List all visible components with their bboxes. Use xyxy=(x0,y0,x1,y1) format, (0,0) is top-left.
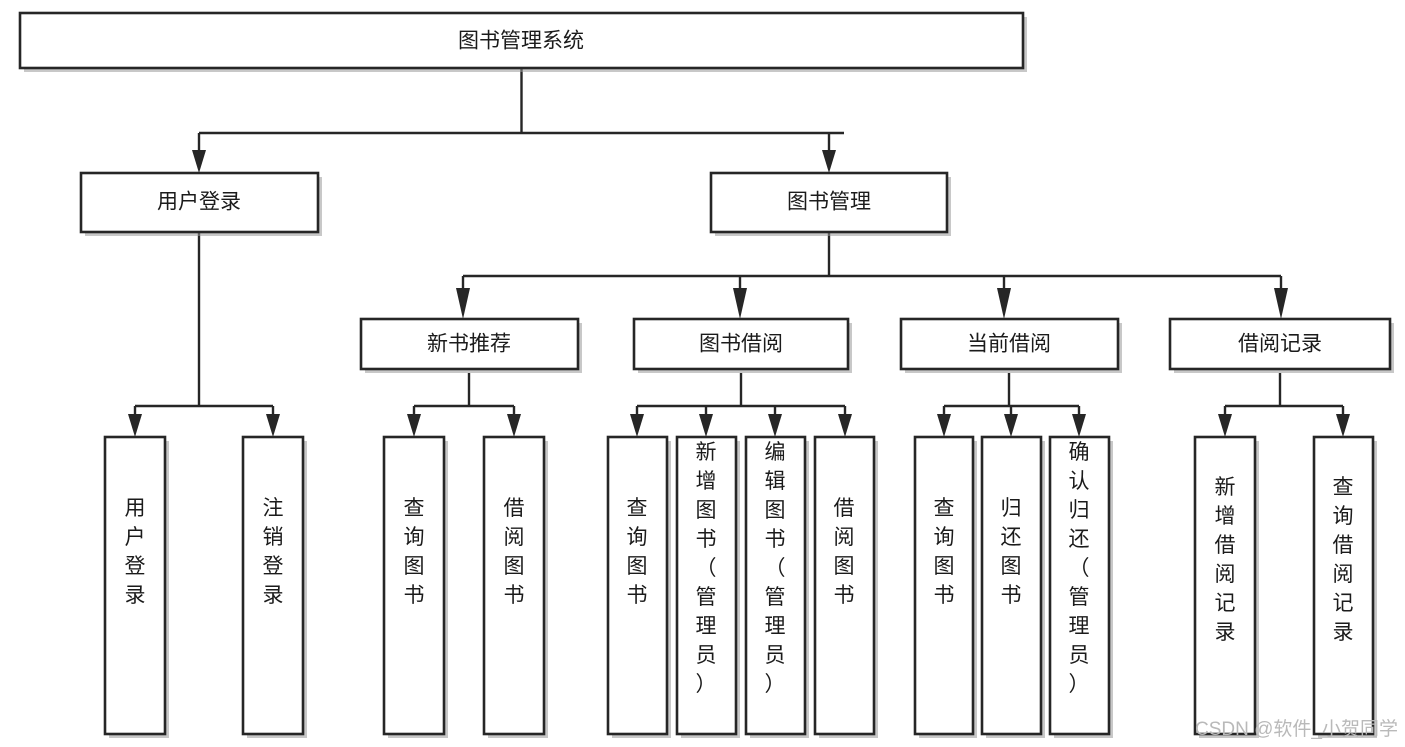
node-leaf-query-book-2-label: 查询图书 xyxy=(627,497,648,607)
node-leaf-user-login[interactable]: 用户登录 xyxy=(103,435,169,738)
node-leaf-borrow-book-2-label: 借阅图书 xyxy=(834,497,855,607)
node-leaf-query-record[interactable]: 查询借阅记录 xyxy=(1312,435,1377,738)
node-leaf-user-login-label: 用户登录 xyxy=(125,497,146,607)
edge-userlogin-to-leaves xyxy=(128,232,280,437)
node-current-borrow-label: 当前借阅 xyxy=(967,333,1051,356)
node-leaf-edit-book[interactable]: 编辑图书（管理员） xyxy=(744,435,809,738)
node-leaf-query-book-3[interactable]: 查询图书 xyxy=(913,435,977,738)
node-new-book-rec-label: 新书推荐 xyxy=(427,333,511,356)
edge-currentborrow-to-leaves xyxy=(937,373,1086,437)
node-leaf-query-book-1-label: 查询图书 xyxy=(404,497,425,607)
node-leaf-logout[interactable]: 注销登录 xyxy=(241,435,307,738)
watermark-label: CSDN @软件_小贺同学 xyxy=(1195,718,1398,740)
node-book-manage[interactable]: 图书管理 xyxy=(709,171,951,236)
node-root[interactable]: 图书管理系统 xyxy=(18,11,1027,72)
node-new-book-rec[interactable]: 新书推荐 xyxy=(359,317,582,373)
node-book-borrow-label: 图书借阅 xyxy=(699,333,783,356)
node-leaf-borrow-book-1[interactable]: 借阅图书 xyxy=(482,435,548,738)
node-leaf-borrow-book-1-label: 借阅图书 xyxy=(504,497,525,607)
node-user-login-label: 用户登录 xyxy=(157,191,241,214)
node-leaf-borrow-book-2[interactable]: 借阅图书 xyxy=(813,435,878,738)
edge-root-to-level1 xyxy=(192,68,844,173)
node-book-borrow[interactable]: 图书借阅 xyxy=(632,317,852,373)
edge-borrowrecord-to-leaves xyxy=(1218,373,1350,437)
node-leaf-logout-label: 注销登录 xyxy=(263,497,284,607)
node-leaf-return-book[interactable]: 归还图书 xyxy=(980,435,1045,738)
node-leaf-query-record-label: 查询借阅记录 xyxy=(1333,476,1354,644)
node-book-manage-label: 图书管理 xyxy=(787,191,871,214)
node-leaf-confirm-return[interactable]: 确认归还（管理员） xyxy=(1048,435,1113,738)
node-leaf-query-book-2[interactable]: 查询图书 xyxy=(606,435,671,738)
node-leaf-add-record[interactable]: 新增借阅记录 xyxy=(1193,435,1259,738)
edge-newbook-to-leaves xyxy=(407,373,521,437)
node-leaf-add-book[interactable]: 新增图书（管理员） xyxy=(675,435,740,738)
node-leaf-add-record-label: 新增借阅记录 xyxy=(1215,476,1236,644)
node-user-login[interactable]: 用户登录 xyxy=(79,171,322,236)
node-leaf-edit-book-label: 编辑图书（管理员） xyxy=(765,441,786,696)
node-leaf-query-book-3-label: 查询图书 xyxy=(934,497,955,607)
edge-bookmanage-to-level2 xyxy=(456,232,1288,319)
edge-layer xyxy=(128,68,1350,437)
node-leaf-add-book-label: 新增图书（管理员） xyxy=(696,441,717,696)
node-leaf-query-book-1[interactable]: 查询图书 xyxy=(382,435,448,738)
edge-bookborrow-to-leaves xyxy=(630,373,852,437)
node-root-label: 图书管理系统 xyxy=(458,30,584,53)
node-borrow-record[interactable]: 借阅记录 xyxy=(1168,317,1394,373)
node-borrow-record-label: 借阅记录 xyxy=(1238,333,1322,356)
node-leaf-confirm-return-label: 确认归还（管理员） xyxy=(1069,441,1090,696)
node-current-borrow[interactable]: 当前借阅 xyxy=(899,317,1122,373)
node-leaf-return-book-label: 归还图书 xyxy=(1001,497,1022,607)
